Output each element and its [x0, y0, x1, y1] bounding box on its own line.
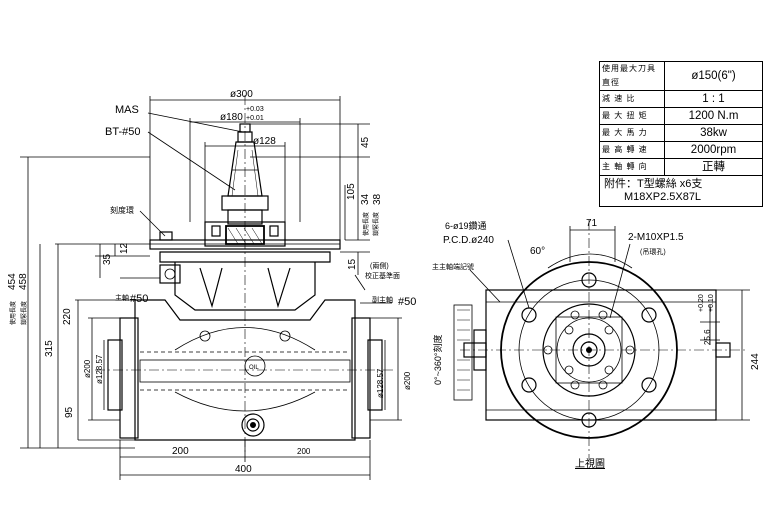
label-view: 上視圖: [575, 457, 605, 470]
dim-128-57-right: ø128.57: [376, 368, 385, 398]
dim-tol-upper: +0.20: [698, 294, 705, 312]
dim-95: 95: [64, 406, 75, 418]
label-holes: 6-ø19鑽通: [445, 220, 487, 231]
label-use-len-34: 使用長度: [362, 212, 370, 236]
spec-label: 減 速 比: [599, 90, 665, 108]
label-spindle-mark: 主主軸端記號: [432, 262, 474, 271]
dim-35: 35: [102, 253, 113, 265]
spindle-head: [149, 221, 341, 250]
label-reference: 校正基準面: [365, 271, 400, 280]
dim-200-bottom-right: 200: [297, 447, 311, 456]
dim-315: 315: [44, 340, 55, 357]
dim-220: 220: [62, 308, 73, 325]
dim-180-tol-upper: +0.03: [246, 106, 264, 113]
dim-200-right: ø200: [403, 371, 412, 390]
spec-label: 主 軸 轉 向: [599, 158, 665, 176]
dim-105: 105: [346, 183, 357, 200]
dim-400: 400: [235, 464, 252, 475]
top-dimensions: [469, 226, 750, 421]
label-tap-sub: (吊環孔): [640, 248, 666, 256]
front-labels: ø300 ø180 +0.03 +0.01 ø128 MAS BT-#50 45…: [7, 89, 416, 475]
spec-value: 正轉: [664, 158, 763, 176]
front-dimensions: [20, 96, 402, 480]
label-main-axis: 主軸: [115, 293, 129, 302]
dim-128-57-left: ø128.57: [95, 354, 104, 384]
label-sub-axis: 副主軸: [372, 295, 393, 304]
accessory-line-2: M18XP2.5X87L: [624, 191, 702, 203]
spec-label: 最 大 扭 矩: [599, 107, 665, 125]
scale-plate: [453, 304, 473, 401]
dim-45: 45: [360, 136, 371, 148]
top-labels: 6-ø19鑽通 P.C.D.ø240 71 2-M10XP1.5 (吊環孔) 6…: [432, 218, 761, 470]
spec-row: 主 軸 轉 向 正轉: [599, 158, 763, 176]
spec-label: 使用最大刀具直徑: [599, 61, 665, 91]
accessory-line-1: 附件：T型螺絲 x6支: [604, 178, 703, 190]
spec-label: 最 高 轉 速: [599, 141, 665, 159]
label-lock-len-458: 鎖緊長度: [20, 301, 28, 325]
spec-value: 1200 N.m: [664, 107, 763, 125]
dim-34: 34: [360, 193, 371, 205]
label-scale-ring: 刻度環: [110, 205, 134, 215]
dim-25-6: 25.6: [703, 329, 712, 345]
dim-180: ø180: [220, 112, 243, 123]
tapped-holes: [543, 310, 635, 390]
label-both-sides: (兩側): [370, 261, 389, 270]
label-tap: 2-M10XP1.5: [628, 232, 684, 243]
label-use-len-454: 使用長度: [9, 301, 17, 325]
label-pcd: P.C.D.ø240: [443, 235, 494, 246]
spec-accessory-row: 附件：T型螺絲 x6支 M18XP2.5X87L: [599, 175, 763, 207]
tool-holder: [221, 123, 269, 225]
label-bt50: BT-#50: [105, 126, 140, 138]
top-flange: [500, 261, 678, 439]
dim-38: 38: [372, 193, 383, 205]
spec-row: 使用最大刀具直徑 ø150(6"): [599, 61, 763, 91]
spec-row: 最 大 馬 力 38kw: [599, 124, 763, 142]
housing-upper: [120, 251, 331, 311]
spec-value: 38kw: [664, 124, 763, 142]
dim-60: 60°: [530, 246, 545, 257]
label-lock-len-38: 鎖緊長度: [372, 212, 380, 236]
spec-row: 減 速 比 1 : 1: [599, 90, 763, 108]
dim-458: 458: [18, 273, 29, 290]
top-base: [485, 289, 717, 421]
dim-tol-lower: +0.10: [708, 294, 715, 312]
front-view: ø300 ø180 +0.03 +0.01 ø128 MAS BT-#50 45…: [7, 89, 416, 480]
spec-value: 2000rpm: [664, 141, 763, 159]
dim-128: ø128: [253, 136, 276, 147]
dim-12: 12: [119, 242, 130, 254]
label-scale: 0°~360°刻度: [432, 335, 443, 385]
dim-454: 454: [7, 273, 18, 290]
spec-row: 最 高 轉 速 2000rpm: [599, 141, 763, 159]
dim-71: 71: [586, 218, 598, 229]
spec-accessory: 附件：T型螺絲 x6支 M18XP2.5X87L: [599, 175, 763, 207]
dim-15: 15: [347, 258, 358, 270]
spec-value: ø150(6"): [664, 61, 763, 91]
spec-table: 使用最大刀具直徑 ø150(6") 減 速 比 1 : 1 最 大 扭 矩 12…: [599, 61, 763, 207]
housing-main: [107, 299, 383, 441]
spec-row: 最 大 扭 矩 1200 N.m: [599, 107, 763, 125]
dim-244: 244: [750, 353, 761, 370]
label-main-50: #50: [130, 293, 148, 305]
dim-200-left: ø200: [83, 359, 92, 378]
top-view: 6-ø19鑽通 P.C.D.ø240 71 2-M10XP1.5 (吊環孔) 6…: [432, 218, 761, 470]
spec-value: 1 : 1: [664, 90, 763, 108]
dim-180-tol-lower: +0.01: [246, 115, 264, 122]
dim-200-bottom-left: 200: [172, 446, 189, 457]
spec-label: 最 大 馬 力: [599, 124, 665, 142]
label-sub-50: #50: [398, 296, 416, 308]
label-mas: MAS: [115, 104, 139, 116]
dim-300: ø300: [230, 89, 253, 100]
label-oil: OIL: [249, 365, 259, 371]
